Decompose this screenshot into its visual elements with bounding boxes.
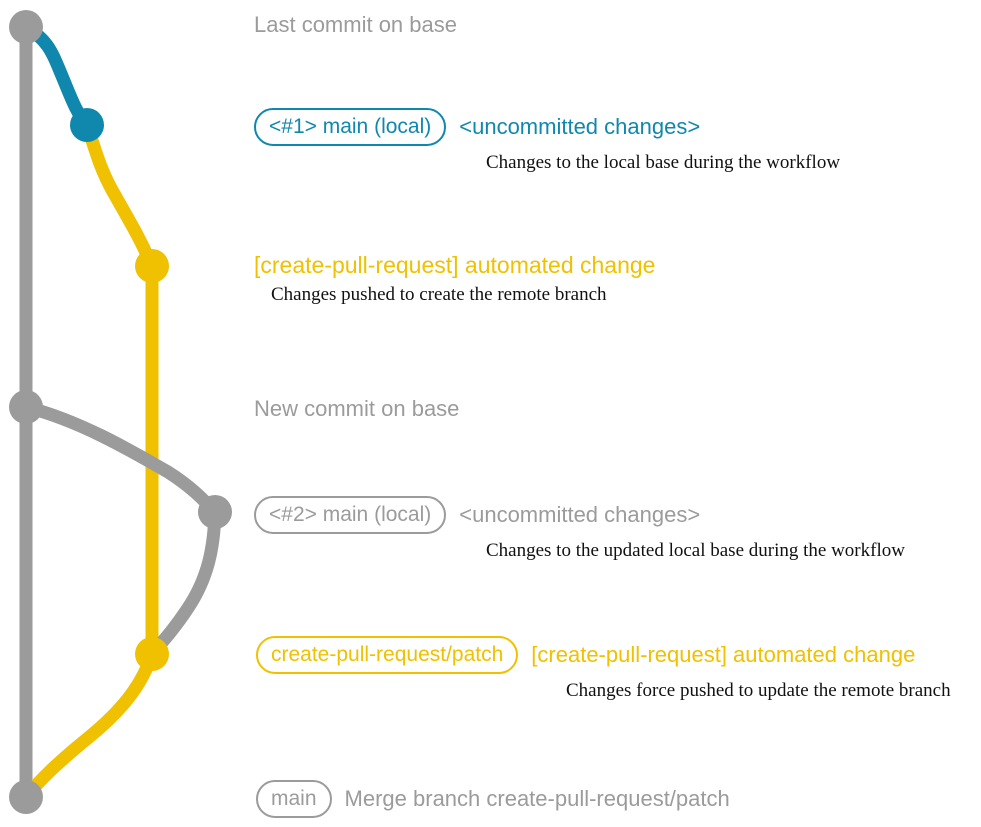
commit-nodes — [9, 10, 232, 814]
commit-row-local-uncommitted-2: <#2> main (local) <uncommitted changes> … — [254, 496, 905, 562]
commit-subject: [create-pull-request] automated change — [531, 642, 916, 667]
edge-local2-to-patch2 — [145, 505, 222, 661]
commit-subject: [create-pull-request] automated change — [254, 252, 656, 278]
branch-badge-create-pull-request-patch[interactable]: create-pull-request/patch — [256, 636, 519, 674]
commit-node-automated-change-2[interactable] — [135, 637, 169, 671]
branch-badge-local-1[interactable]: <#1> main (local) — [254, 108, 447, 146]
commit-subject: <uncommitted changes> — [459, 114, 701, 139]
commit-node-automated-change-1[interactable] — [135, 249, 169, 283]
commit-row-new-commit-on-base: New commit on base — [254, 396, 459, 422]
commit-description: Changes to the local base during the wor… — [486, 152, 841, 173]
commit-description: Changes to the updated local base during… — [486, 540, 905, 561]
commit-node-local-uncommitted-2[interactable] — [198, 495, 232, 529]
edge-local1-to-patch1 — [80, 118, 159, 273]
commit-subject: Last commit on base — [254, 12, 457, 37]
commit-subject: <uncommitted changes> — [459, 502, 701, 527]
commit-node-last-commit-on-base[interactable] — [9, 10, 43, 44]
commit-subject: Merge branch create-pull-request/patch — [344, 786, 730, 811]
commit-subject: New commit on base — [254, 396, 460, 421]
commit-description: Changes pushed to create the remote bran… — [271, 284, 607, 305]
commit-node-merge-commit[interactable] — [9, 780, 43, 814]
edge-base-to-local1 — [19, 20, 94, 132]
commit-row-local-uncommitted-1: <#1> main (local) <uncommitted changes> … — [254, 108, 840, 174]
commit-row-last-commit-on-base: Last commit on base — [254, 12, 457, 38]
commit-row-automated-change-2: create-pull-request/patch [create-pull-r… — [256, 636, 951, 702]
branch-badge-local-2[interactable]: <#2> main (local) — [254, 496, 447, 534]
branch-badge-main[interactable]: main — [256, 780, 332, 818]
commit-description: Changes force pushed to update the remot… — [566, 680, 951, 701]
commit-row-merge-commit: main Merge branch create-pull-request/pa… — [256, 780, 730, 818]
edge-patch2-to-merge — [19, 647, 159, 804]
edge-base-to-local2 — [19, 400, 222, 519]
commit-node-new-commit-on-base[interactable] — [9, 390, 43, 424]
commit-row-automated-change-1: [create-pull-request] automated change C… — [254, 252, 655, 306]
commit-node-local-uncommitted-1[interactable] — [70, 108, 104, 142]
